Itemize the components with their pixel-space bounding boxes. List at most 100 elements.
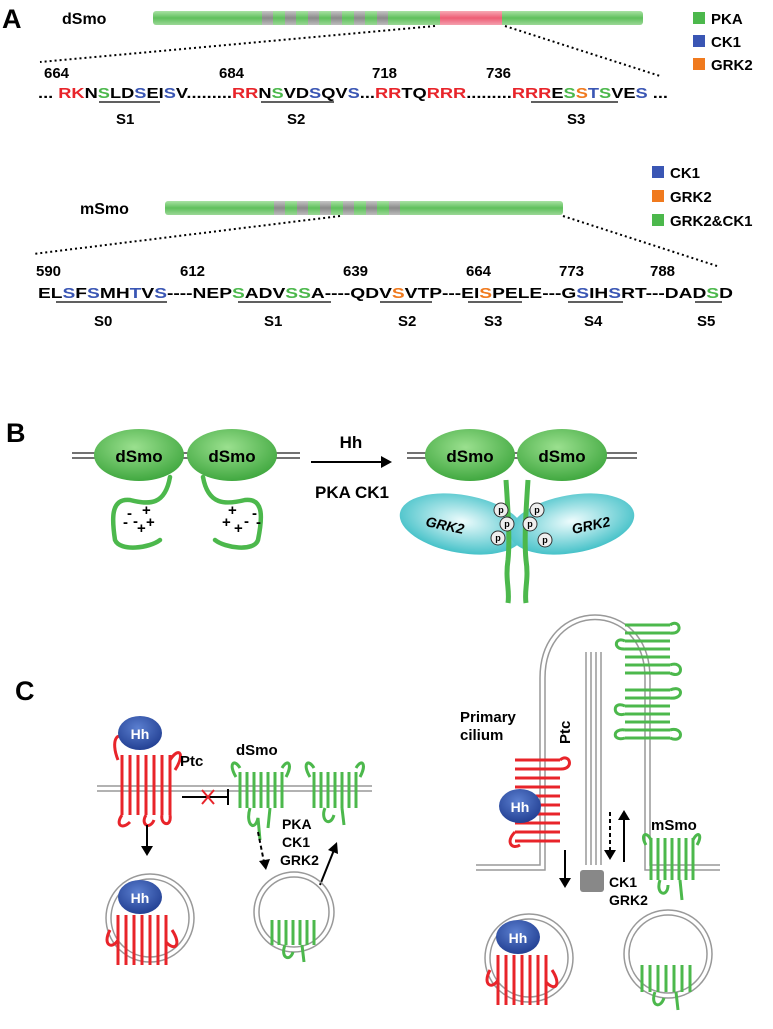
grk2-right-label: GRK2 — [570, 513, 612, 537]
dsmo-oval-1-label: dSmo — [115, 447, 162, 466]
svg-text:-: - — [127, 505, 132, 522]
dsmo-oval-3 — [425, 429, 515, 481]
grk2-c-label: GRK2 — [280, 852, 319, 868]
internalization-dashed-arrow — [257, 831, 270, 870]
legend-label-pka: PKA — [711, 11, 743, 28]
svg-text:+: + — [222, 514, 231, 531]
panel-a-label: A — [2, 4, 22, 34]
dsmo-site-s3: S3 — [567, 111, 585, 128]
ptc-label-right: Ptc — [557, 721, 574, 744]
dsmo-oval-1 — [94, 429, 184, 481]
dsmo-membrane-2 — [304, 761, 365, 826]
ptc-membrane — [120, 755, 172, 815]
primary-cilium-label-2: cilium — [460, 727, 503, 744]
svg-text:p: p — [498, 505, 504, 515]
primary-cilium-label-1: Primary — [460, 709, 517, 726]
vesicle-ptc: Hh — [105, 873, 195, 965]
vesicle-dsmo — [253, 871, 335, 963]
legend-swatch-pka — [693, 12, 705, 24]
inactive-dsmo-dimer: dSmo dSmo -+ -+ -+ -+ -+ -+ — [72, 429, 300, 550]
ck1-c2-label: CK1 — [609, 874, 637, 890]
cilium-down-arrow — [559, 850, 571, 888]
dsmo-site-s2: S2 — [287, 111, 305, 128]
msmo-cilium-top — [614, 621, 682, 676]
hh-ligand-1-label: Hh — [131, 726, 150, 742]
legend-label-ck1: CK1 — [711, 34, 741, 51]
svg-text:-: - — [133, 513, 138, 530]
hh-ligand-3 — [499, 789, 541, 823]
msmo-bar — [165, 201, 563, 215]
msmo-zoom-line-right — [562, 215, 718, 267]
msmo-site-s1: S1 — [264, 313, 282, 330]
msmo-site-s0: S0 — [94, 313, 112, 330]
svg-text:+: + — [234, 520, 243, 537]
msmo-base — [642, 833, 702, 901]
msmo-site-s2: S2 — [398, 313, 416, 330]
vesicle-msmo-cilium — [623, 909, 713, 1011]
dsmo-num-664: 664 — [44, 65, 70, 82]
drosophila-membrane — [97, 785, 372, 792]
msmo-label: mSmo — [80, 201, 129, 218]
legend2-label-grk2ck1: GRK2&CK1 — [670, 213, 753, 230]
msmo-c-label: mSmo — [651, 817, 697, 834]
svg-text:+: + — [142, 502, 151, 519]
svg-text:p: p — [527, 519, 533, 529]
svg-text:-: - — [252, 505, 257, 522]
msmo-num-773: 773 — [559, 263, 584, 280]
msmo-num-612: 612 — [180, 263, 205, 280]
svg-text:+: + — [137, 520, 146, 537]
dsmo-membrane-1 — [230, 761, 291, 841]
legend-swatch-ck1 — [693, 35, 705, 47]
dsmo-label: dSmo — [62, 11, 107, 28]
dsmo-zoom-line-right — [504, 25, 661, 77]
dsmo-num-718: 718 — [372, 65, 397, 82]
hh-ligand-1 — [118, 716, 162, 750]
dsmo-c-label: dSmo — [236, 742, 278, 759]
panel-b-label: B — [6, 418, 26, 448]
msmo-num-639: 639 — [343, 263, 368, 280]
hh-ligand-3-label: Hh — [511, 799, 530, 815]
dsmo-oval-2 — [187, 429, 277, 481]
dsmo-num-736: 736 — [486, 65, 511, 82]
msmo-num-664: 664 — [466, 263, 492, 280]
dsmo-oval-2-label: dSmo — [208, 447, 255, 466]
grk2-left-label: GRK2 — [424, 513, 466, 537]
svg-text:-: - — [123, 514, 128, 531]
dsmo-bar — [153, 11, 643, 25]
kinases-label: PKA CK1 — [315, 483, 389, 502]
basal-body — [580, 870, 604, 892]
legend-swatch-grk2 — [693, 58, 705, 70]
dsmo-zoom-line-left — [39, 25, 436, 63]
msmo-site-s5: S5 — [697, 313, 715, 330]
recycling-arrow — [319, 842, 338, 886]
hh-ligand-4-label: Hh — [509, 930, 528, 946]
grk2-c2-label: GRK2 — [609, 892, 648, 908]
legend2-swatch-grk2ck1 — [652, 214, 664, 226]
ck1-c-label: CK1 — [282, 834, 310, 850]
dsmo-oval-4-label: dSmo — [538, 447, 585, 466]
legend-label-grk2: GRK2 — [711, 57, 753, 74]
dsmo-site-s1: S1 — [116, 111, 134, 128]
msmo-num-788: 788 — [650, 263, 675, 280]
legend2-swatch-grk2 — [652, 190, 664, 202]
hh-arrow-label: Hh — [340, 433, 363, 452]
panel-c-label: C — [15, 676, 35, 706]
svg-text:+: + — [146, 514, 155, 531]
dsmo-oval-4 — [517, 429, 607, 481]
inhibition-symbol — [182, 789, 229, 805]
endocytosis-arrow-ptc — [141, 825, 153, 856]
msmo-cilium-mid — [613, 687, 682, 741]
dsmo-oval-3-label: dSmo — [446, 447, 493, 466]
active-dsmo-dimer: dSmo dSmo GRK2 GRK2 p p p p p p — [399, 429, 637, 604]
vesicle-ptc-cilium: Hh — [484, 913, 574, 1005]
svg-text:p: p — [534, 505, 540, 515]
cilium-up-arrow — [618, 810, 630, 862]
activation-arrow — [311, 456, 392, 468]
msmo-zoom-line-left — [32, 215, 341, 255]
msmo-site-s4: S4 — [584, 313, 603, 330]
msmo-site-s3: S3 — [484, 313, 502, 330]
svg-text:p: p — [542, 535, 548, 545]
cilium-dashed-arrow — [604, 812, 616, 860]
